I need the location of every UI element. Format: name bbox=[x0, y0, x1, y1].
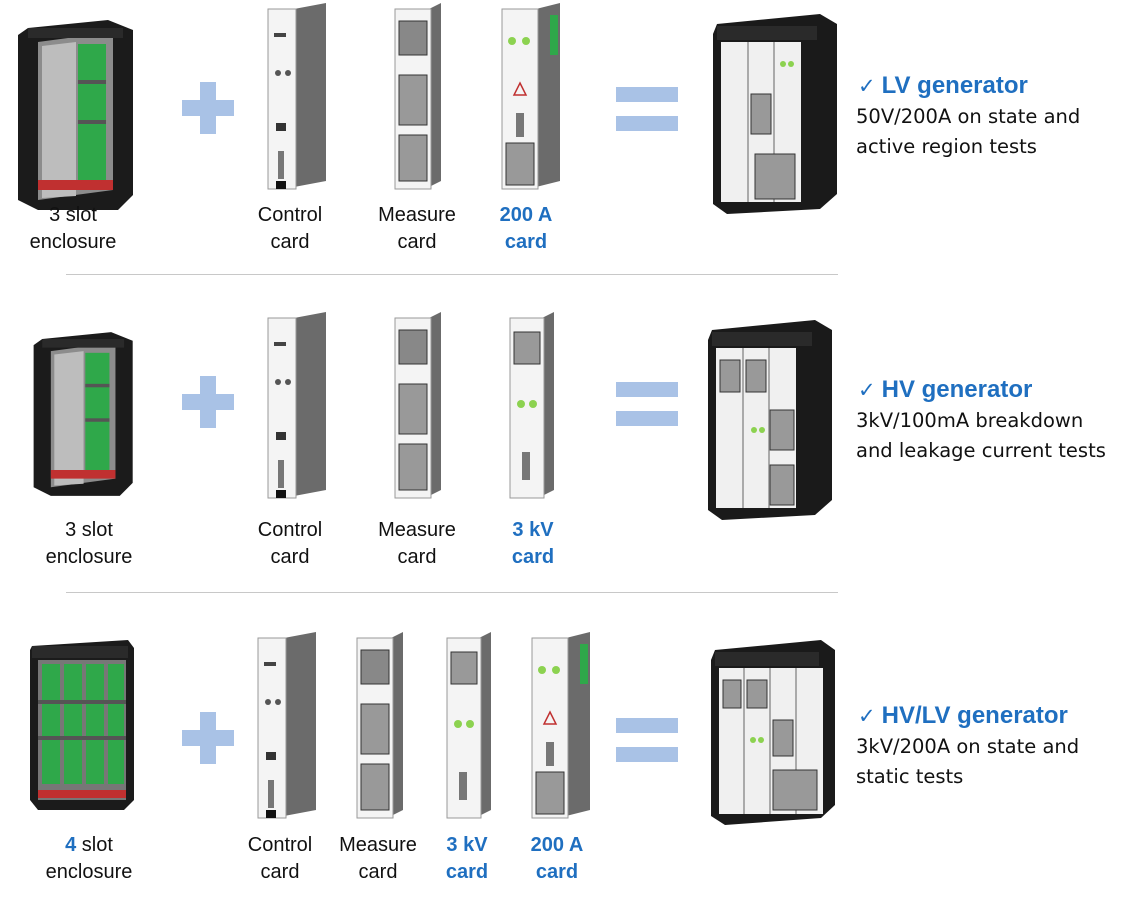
measure-card-image bbox=[356, 632, 403, 819]
control-card-image bbox=[257, 632, 316, 819]
result-description: 3kV/100mA breakdown and leakage current … bbox=[856, 409, 1106, 462]
check-icon: ✓ bbox=[858, 704, 876, 728]
hvlv-generator-image bbox=[711, 640, 835, 825]
measure-card-image bbox=[394, 312, 441, 499]
plus-operator bbox=[182, 82, 234, 134]
lv-generator-image bbox=[713, 14, 837, 214]
row-separator bbox=[66, 592, 838, 593]
enclosure-label: 4 slot enclosure bbox=[45, 834, 133, 883]
enclosure-3-slot-image bbox=[18, 20, 133, 210]
enclosure-label: 3 slot enclosure bbox=[45, 519, 133, 568]
enclosure-3-slot-image bbox=[33, 332, 133, 496]
plus-operator bbox=[182, 712, 234, 764]
hv-generator-image bbox=[708, 320, 832, 520]
enclosure-label: 3 slot enclosure bbox=[29, 204, 117, 253]
result-description: 50V/200A on state and active region test… bbox=[856, 105, 1081, 158]
200a-card-image bbox=[531, 632, 590, 819]
result-description: 3kV/200A on state and static tests bbox=[856, 735, 1080, 788]
measure-card-image bbox=[394, 3, 441, 190]
3kv-card-image bbox=[509, 312, 554, 499]
control-card-image bbox=[267, 3, 326, 190]
result-title: ✓HV/LV generator bbox=[858, 702, 1068, 729]
check-icon: ✓ bbox=[858, 378, 876, 402]
equals-operator bbox=[616, 87, 678, 131]
enclosure-4-slot-image bbox=[30, 640, 134, 810]
control-card-image bbox=[267, 312, 326, 499]
200a-card-image bbox=[501, 3, 560, 190]
row-separator bbox=[66, 274, 838, 275]
3kv-card-image bbox=[446, 632, 491, 819]
check-icon: ✓ bbox=[858, 74, 876, 98]
plus-operator bbox=[182, 376, 234, 428]
equals-operator bbox=[616, 382, 678, 426]
equals-operator bbox=[616, 718, 678, 762]
result-title: ✓LV generator bbox=[858, 72, 1028, 99]
result-title: ✓HV generator bbox=[858, 376, 1033, 403]
